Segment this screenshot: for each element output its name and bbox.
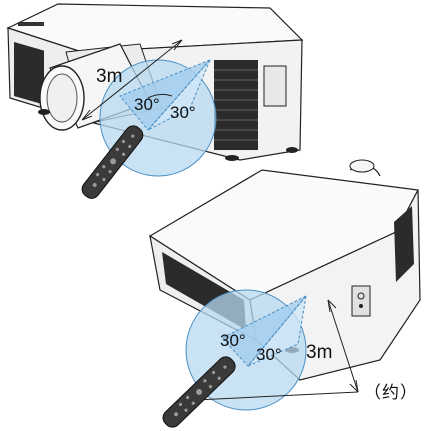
angle-left-label-top: 30° bbox=[134, 95, 160, 114]
angle-left-label-bottom: 30° bbox=[220, 331, 246, 350]
input-panel-icon bbox=[351, 285, 371, 317]
receiver-range-cone-top bbox=[81, 39, 217, 177]
front-vent-icon bbox=[14, 22, 44, 105]
angle-right-label-top: 30° bbox=[170, 103, 196, 122]
angle-right-label-bottom: 30° bbox=[256, 345, 282, 364]
side-vent-icon bbox=[214, 60, 258, 150]
approx-note: （约） bbox=[364, 383, 418, 403]
distance-label-bottom: 3m bbox=[306, 342, 332, 363]
remote-control-top bbox=[81, 125, 144, 199]
distance-label-top: 3m bbox=[96, 66, 122, 87]
remote-control-bottom bbox=[162, 356, 236, 428]
